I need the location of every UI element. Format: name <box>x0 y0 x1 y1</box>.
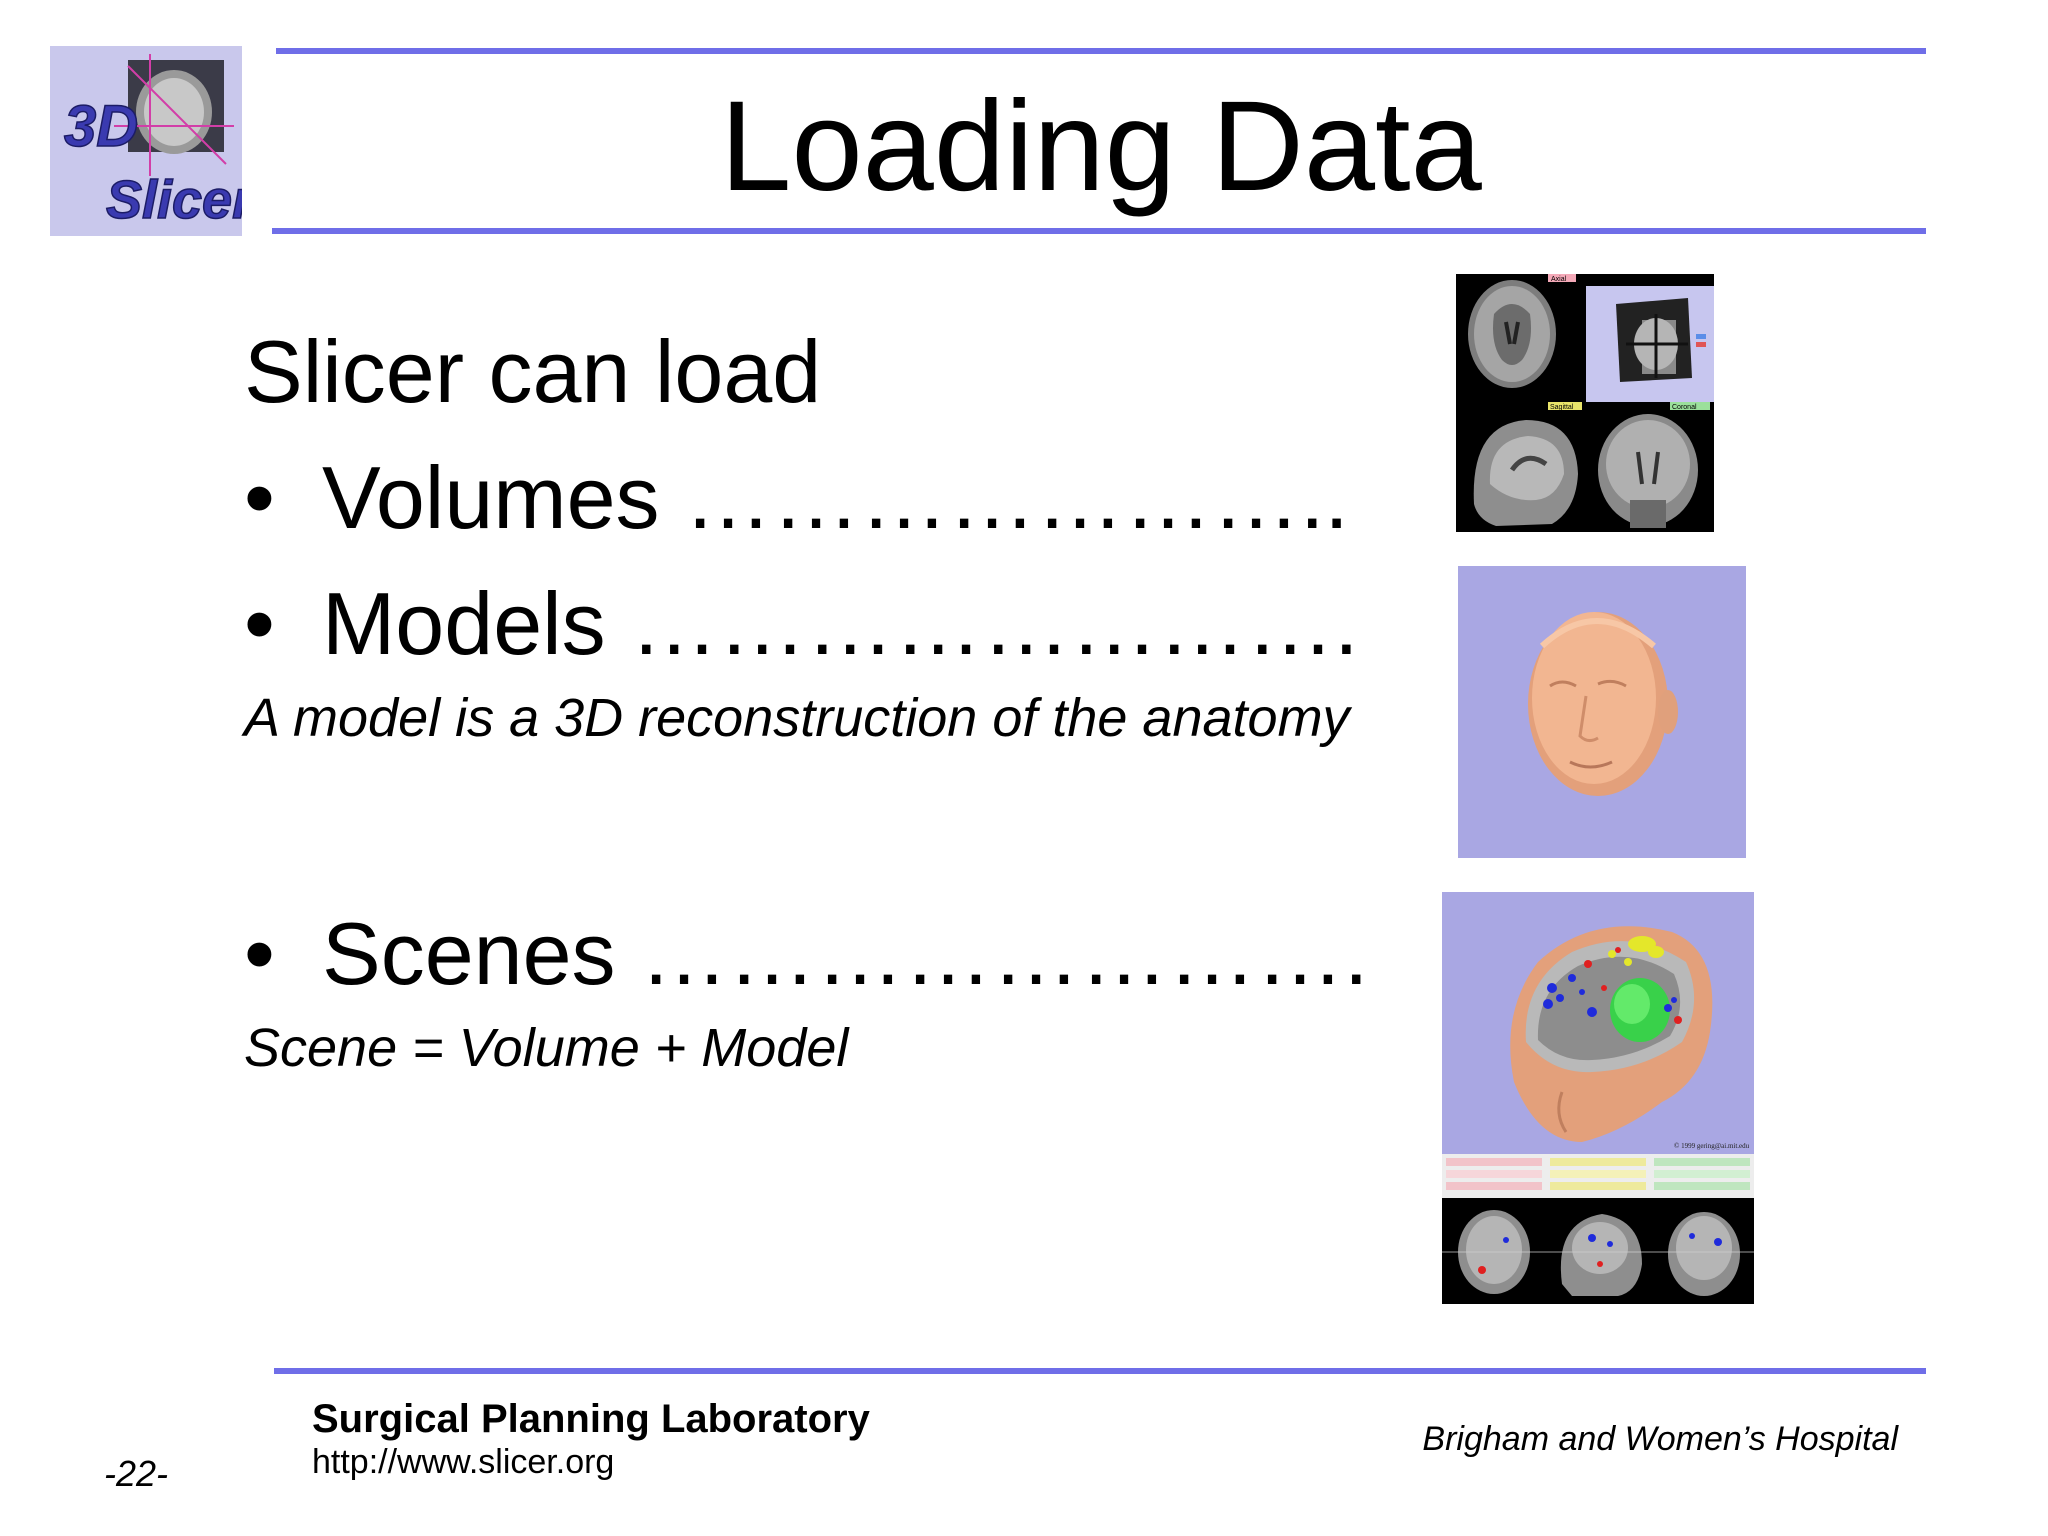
model-note: A model is a 3D reconstruction of the an… <box>244 688 1350 748</box>
footer-rule <box>274 1368 1926 1374</box>
scene-control-panel <box>1442 1154 1754 1198</box>
scene-image: © 1999 gering@ai.mit.edu <box>1442 892 1754 1304</box>
page-number: -22- <box>104 1453 169 1494</box>
slicer-logo: 3D Slicer <box>50 46 257 236</box>
bullet-dot: • <box>244 904 275 1003</box>
footer-url: http://www.slicer.org <box>312 1443 615 1481</box>
scene-slice-views <box>1442 1198 1754 1304</box>
bullet-label: Scenes <box>322 904 616 1003</box>
bullet-leader: ………………….. <box>683 448 1349 547</box>
bullet-label: Models <box>322 574 606 673</box>
3d-view <box>1586 286 1714 402</box>
title-top-rule <box>276 48 1926 54</box>
sagittal-view: Sagittal <box>1456 402 1584 532</box>
slide-title: Loading Data <box>720 75 1482 218</box>
mri-volume-image: Axial Sagittal Coronal <box>1456 274 1714 532</box>
bullet-models: • Models ……………………. <box>244 574 1359 674</box>
coronal-view: Coronal <box>1586 402 1714 532</box>
bullet-leader: ……………………. <box>630 574 1359 673</box>
footer-lab-name: Surgical Planning Laboratory <box>312 1397 870 1441</box>
intro-text: Slicer can load <box>244 322 822 421</box>
scene-copyright: © 1999 gering@ai.mit.edu <box>1674 1142 1750 1150</box>
axial-view: Axial <box>1468 274 1576 388</box>
logo-slicer-text: Slicer <box>106 170 242 230</box>
bullet-leader: ……………………. <box>639 904 1369 1003</box>
bullet-scenes: • Scenes ……………………. <box>244 904 1368 1004</box>
axial-label: Axial <box>1551 276 1567 283</box>
logo-3d-text: 3D <box>64 94 138 159</box>
sagittal-label: Sagittal <box>1550 404 1574 411</box>
bullet-volumes: • Volumes ………………….. <box>244 448 1349 548</box>
title-bottom-rule <box>272 228 1926 234</box>
bullet-label: Volumes <box>322 448 660 547</box>
model-face-image <box>1458 566 1746 858</box>
bullet-dot: • <box>244 448 275 547</box>
footer-hospital: Brigham and Women’s Hospital <box>1422 1420 1898 1458</box>
coronal-label: Coronal <box>1672 404 1697 411</box>
scene-note: Scene = Volume + Model <box>244 1018 849 1078</box>
bullet-dot: • <box>244 574 275 673</box>
scene-head <box>1510 926 1713 1142</box>
